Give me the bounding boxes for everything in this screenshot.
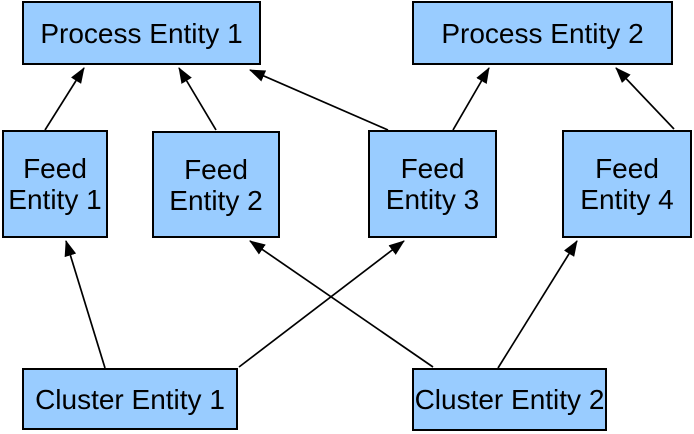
- arrow-cluster-entity-2-to-feed-entity-2: [249, 240, 434, 368]
- node-cluster-entity-2: Cluster Entity 2: [412, 368, 607, 431]
- arrow-feed-entity-2-to-process-entity-1: [178, 67, 217, 131]
- node-label-line: Process Entity 2: [441, 17, 644, 49]
- arrow-cluster-entity-1-to-feed-entity-3: [238, 240, 405, 368]
- arrow-feed-entity-3-to-process-entity-1: [249, 69, 389, 131]
- node-label-line: Process Entity 1: [40, 17, 243, 49]
- node-label-line: Feed: [184, 153, 248, 185]
- node-label-line: Entity 4: [580, 184, 674, 215]
- node-process-entity-2: Process Entity 2: [412, 1, 673, 65]
- arrow-cluster-entity-1-to-feed-entity-1: [64, 240, 106, 369]
- node-label-line: Entity 2: [169, 184, 263, 216]
- edge-group: [44, 67, 675, 369]
- node-label-line: Entity 1: [8, 184, 102, 215]
- node-label-line: Feed: [400, 153, 465, 184]
- node-process-entity-1: Process Entity 1: [22, 1, 261, 65]
- arrow-feed-entity-4-to-process-entity-2: [615, 67, 675, 130]
- arrow-feed-entity-3-to-process-entity-2: [452, 67, 490, 131]
- arrow-cluster-entity-2-to-feed-entity-4: [497, 240, 578, 369]
- node-label-line: Feed: [23, 153, 87, 184]
- arrow-feed-entity-1-to-process-entity-1: [44, 67, 85, 131]
- node-label-line: Cluster Entity 2: [414, 384, 605, 415]
- node-label-line: Cluster Entity 1: [35, 383, 225, 415]
- node-label-line: Entity 3: [385, 184, 480, 215]
- node-label-line: Feed: [595, 153, 659, 184]
- node-cluster-entity-1: Cluster Entity 1: [22, 368, 238, 430]
